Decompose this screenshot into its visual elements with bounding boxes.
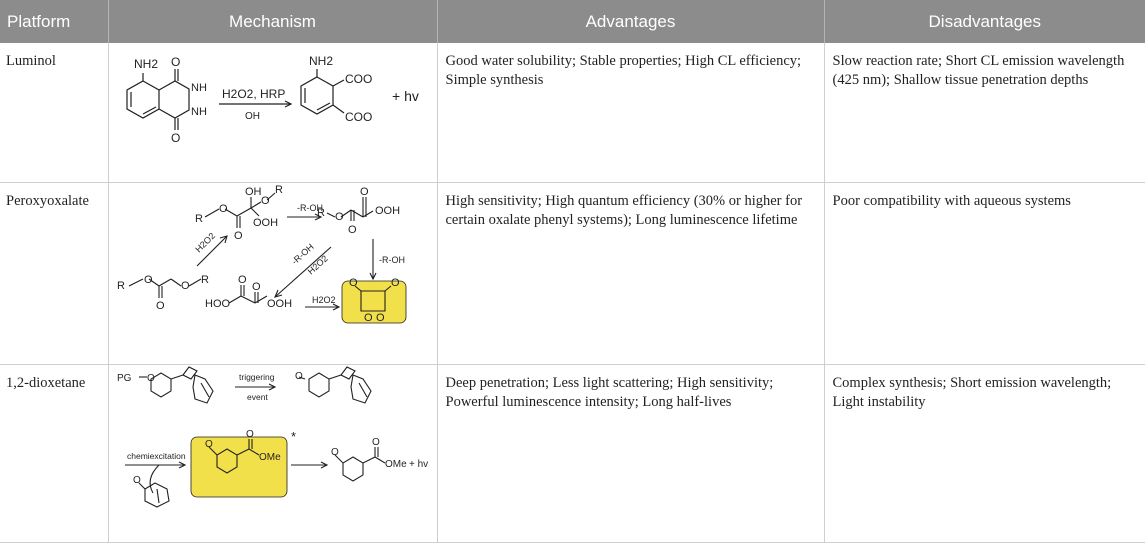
svg-text:O: O <box>331 447 339 458</box>
advantages-cell: Deep penetration; Less light scattering;… <box>436 364 824 543</box>
platform-cell: Luminol <box>0 43 108 183</box>
disadvantages-cell: Complex synthesis; Short emission wavele… <box>823 364 1145 543</box>
svg-text:O: O <box>144 274 153 286</box>
svg-text:-R-OH: -R-OH <box>297 203 323 213</box>
header-disadvantages: Disadvantages <box>823 0 1145 43</box>
table-row: Luminol <box>0 43 1145 183</box>
excited-ester-highlight <box>190 436 287 498</box>
svg-text:NH: NH <box>191 82 207 94</box>
svg-text:O: O <box>238 274 247 286</box>
svg-text:O: O <box>349 277 358 289</box>
svg-text:O: O <box>234 230 243 242</box>
svg-text:R: R <box>195 213 203 225</box>
svg-text:O: O <box>246 429 254 440</box>
svg-text:O: O <box>156 300 165 312</box>
disadvantages-cell: Slow reaction rate; Short CL emission wa… <box>823 43 1145 183</box>
mechanism-cell: R O O O R R O O OH O R OOH R O O <box>107 182 437 365</box>
svg-text:O: O <box>376 312 385 324</box>
svg-text:O: O <box>391 277 400 289</box>
svg-text:O: O <box>252 281 261 293</box>
svg-text:O: O <box>205 439 213 450</box>
nh2-label: NH2 <box>134 57 158 71</box>
svg-text:O: O <box>360 186 369 198</box>
dioxetanedione-highlight <box>341 280 406 324</box>
svg-text:H2O2: H2O2 <box>193 231 217 255</box>
svg-text:NH: NH <box>191 106 207 118</box>
svg-text:OOH: OOH <box>375 205 400 217</box>
header-advantages: Advantages <box>436 0 824 43</box>
hv-label: + hv <box>392 88 419 104</box>
svg-text:R: R <box>117 280 125 292</box>
table-row: Peroxyoxalate <box>0 182 1145 365</box>
platform-cell: 1,2-dioxetane <box>0 364 108 543</box>
platform-cell: Peroxyoxalate <box>0 182 108 365</box>
svg-text:O: O <box>171 55 180 69</box>
svg-text:OMe: OMe <box>259 452 281 463</box>
svg-text:H2O2: H2O2 <box>305 253 329 276</box>
svg-text:R: R <box>201 274 209 286</box>
svg-text:O: O <box>335 211 344 223</box>
svg-text:-R-OH: -R-OH <box>379 255 405 265</box>
svg-text:OH: OH <box>245 186 262 198</box>
svg-text:HOO: HOO <box>205 298 231 310</box>
svg-text:O: O <box>261 195 270 207</box>
svg-text:PG: PG <box>117 373 132 384</box>
svg-text:O: O <box>219 203 228 215</box>
svg-text:O: O <box>348 224 357 236</box>
svg-text:triggering: triggering <box>239 372 275 382</box>
svg-text:O: O <box>171 131 180 145</box>
svg-text:O: O <box>364 312 373 324</box>
table-row: 1,2-dioxetane <box>0 364 1145 543</box>
svg-text:O: O <box>147 373 155 384</box>
svg-text:NH2: NH2 <box>309 54 333 68</box>
svg-text:O: O <box>295 371 303 382</box>
disadvantages-cell: Poor compatibility with aqueous systems <box>823 182 1145 365</box>
svg-text:*: * <box>291 429 296 444</box>
svg-text:COO: COO <box>345 110 372 124</box>
svg-text:R: R <box>317 207 325 219</box>
svg-text:event: event <box>247 392 268 402</box>
luminol-scheme: NH2 O O NH NH H2O2, HRP OH NH2 COO COO +… <box>125 54 419 145</box>
svg-text:OOH: OOH <box>267 298 292 310</box>
header-mechanism: Mechanism <box>107 0 437 43</box>
svg-text:O: O <box>181 280 190 292</box>
svg-text:R: R <box>275 184 283 196</box>
svg-text:O: O <box>372 437 380 448</box>
base-label: OH <box>245 111 260 122</box>
mechanism-cell: NH2 O O NH NH H2O2, HRP OH NH2 COO COO +… <box>107 43 437 183</box>
reagents-label: H2O2, HRP <box>222 87 285 101</box>
svg-text:OMe: OMe <box>385 459 407 470</box>
svg-text:H2O2: H2O2 <box>312 295 336 305</box>
header-row: Platform Mechanism Advantages Disadvanta… <box>0 0 1145 43</box>
advantages-cell: Good water solubility; Stable properties… <box>436 43 824 183</box>
svg-text:O: O <box>133 475 141 486</box>
peroxyoxalate-scheme: R O O O R R O O OH O R OOH R O O <box>117 184 406 324</box>
advantages-cell: High sensitivity; High quantum efficienc… <box>436 182 824 365</box>
svg-text:+ hv: + hv <box>409 459 428 470</box>
mechanism-cell: PG O O O O OMe O O OMe + hv O * tr <box>107 364 437 543</box>
header-platform: Platform <box>0 0 108 43</box>
svg-text:OOH: OOH <box>253 217 278 229</box>
svg-text:COO: COO <box>345 72 372 86</box>
svg-text:chemiexcitation: chemiexcitation <box>127 451 186 461</box>
dioxetane-scheme: PG O O O O OMe O O OMe + hv O * tr <box>117 366 428 508</box>
